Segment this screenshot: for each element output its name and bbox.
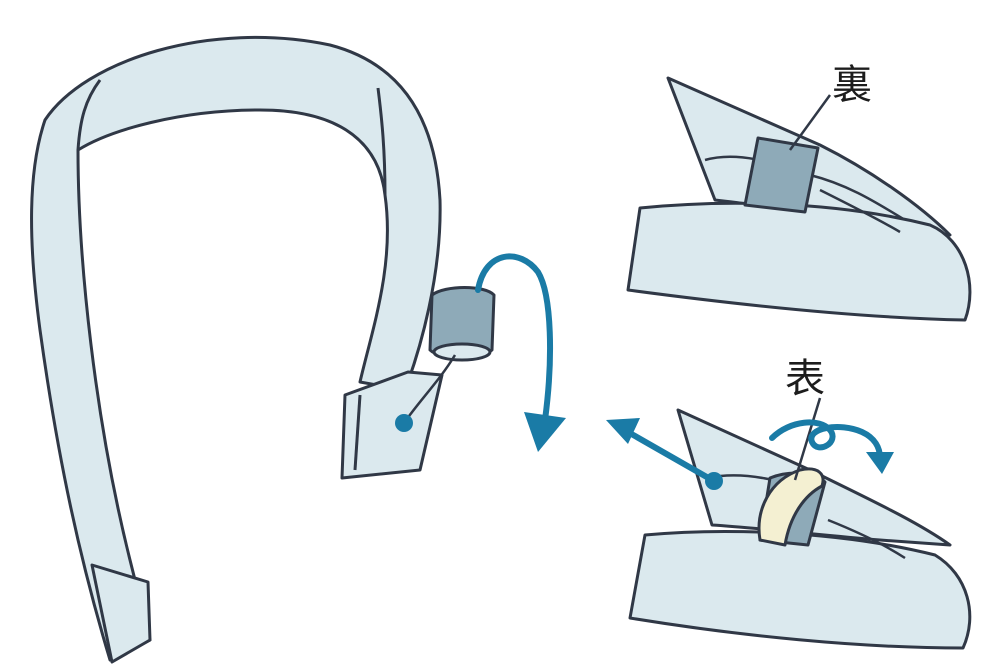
front-lower-blade [630, 532, 970, 648]
panel-back-view: 裏 [628, 62, 970, 320]
front-side-label: 表 [785, 356, 825, 402]
panel-front-view: 表 [630, 356, 970, 648]
rotate-down-arrow [478, 256, 566, 452]
keeper-loop-opening [434, 344, 490, 360]
twist-arrow-head [866, 452, 894, 474]
twist-arrow-curve [772, 422, 880, 458]
back-keeper-band [745, 138, 818, 212]
anchor-dot-right [705, 472, 723, 490]
tie-long-end-tip [92, 565, 150, 662]
rotate-arrow-head [524, 412, 566, 452]
back-lower-blade [628, 203, 970, 320]
back-side-label: 裏 [832, 62, 872, 108]
tie-around-neck [32, 37, 494, 662]
pull-arrow-head [606, 418, 640, 444]
anchor-dot-left [395, 414, 413, 432]
